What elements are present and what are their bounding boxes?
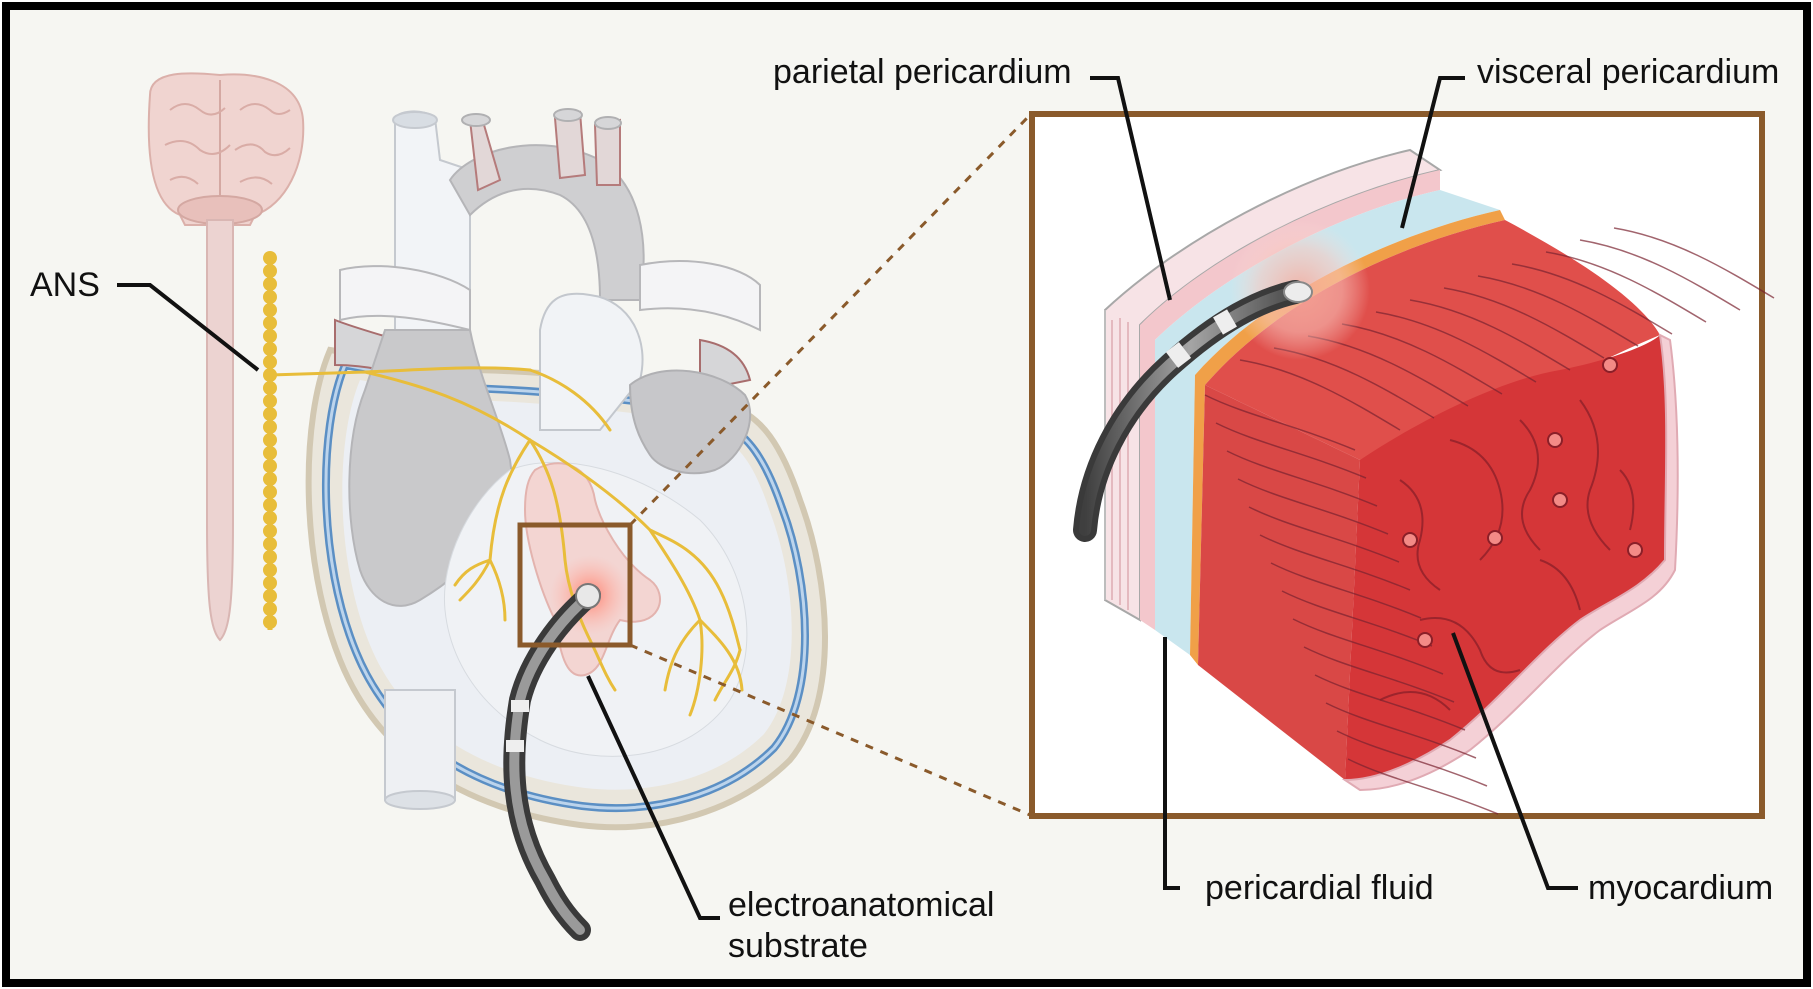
label-parietal-pericardium: parietal pericardium	[773, 52, 1072, 92]
label-substrate-line2: substrate	[728, 926, 868, 966]
label-myocardium: myocardium	[1588, 868, 1773, 908]
label-ans: ANS	[30, 265, 100, 305]
label-visceral-pericardium: visceral pericardium	[1477, 52, 1779, 92]
label-substrate-line1: electroanatomical	[728, 885, 994, 925]
label-pericardial-fluid: pericardial fluid	[1205, 868, 1434, 908]
sympathetic-chain	[263, 251, 277, 630]
spinal-cord-illustration	[207, 220, 233, 640]
